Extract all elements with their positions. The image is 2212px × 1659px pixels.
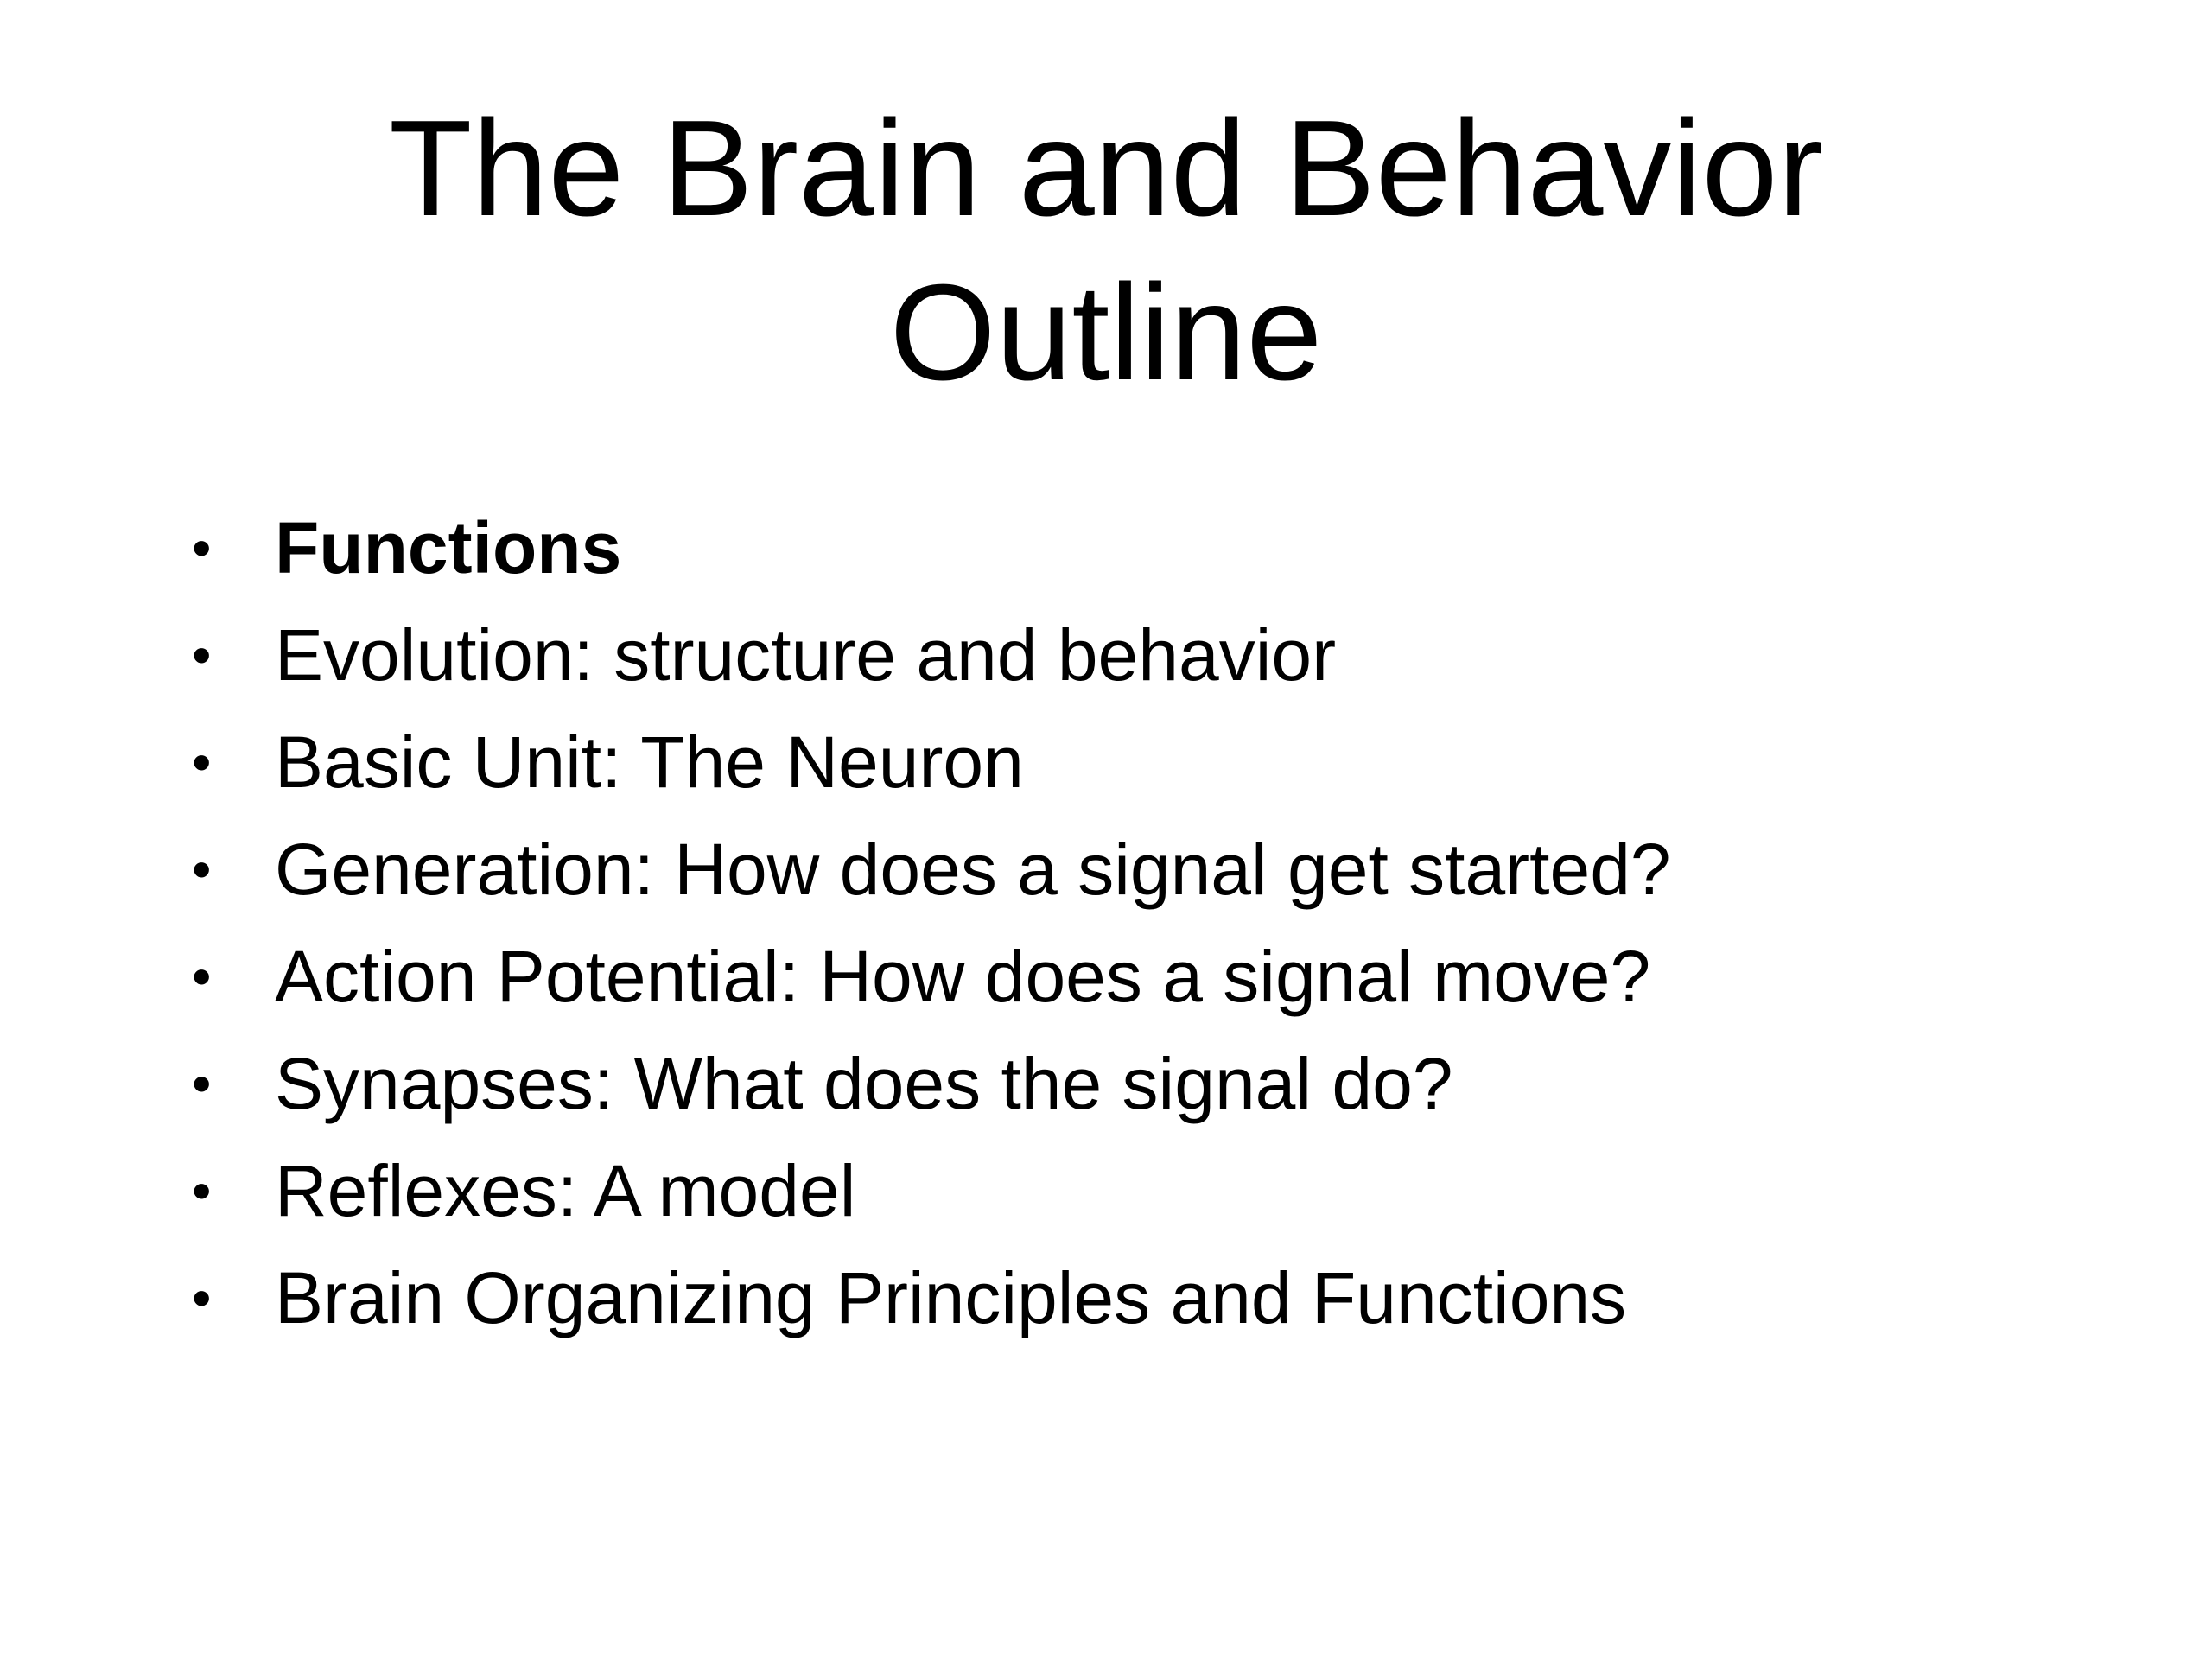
bullet-item: • Brain Organizing Principles and Functi…: [192, 1244, 2093, 1351]
bullet-text: Reflexes: A model: [275, 1150, 856, 1231]
slide-title-line-2: Outline: [889, 257, 1323, 409]
bullet-text: Generation: How does a signal get starte…: [275, 829, 1671, 910]
bullet-item: • Basic Unit: The Neuron: [192, 709, 2093, 816]
bullet-dot-icon: •: [192, 1267, 212, 1329]
bullet-item: • Reflexes: A model: [192, 1137, 2093, 1244]
slide-title: The Brain and Behavior Outline: [0, 86, 2212, 415]
bullet-dot-icon: •: [192, 838, 212, 900]
bullet-dot-icon: •: [192, 945, 212, 1007]
slide-title-line-1: The Brain and Behavior: [388, 92, 1823, 245]
bullet-text: Synapses: What does the signal do?: [275, 1043, 1453, 1124]
bullet-item: • Evolution: structure and behavior: [192, 601, 2093, 709]
bullet-list: • Functions • Evolution: structure and b…: [192, 494, 2093, 1351]
bullet-dot-icon: •: [192, 1052, 212, 1115]
bullet-text: Evolution: structure and behavior: [275, 614, 1337, 696]
bullet-dot-icon: •: [192, 1160, 212, 1222]
bullet-text: Functions: [275, 507, 622, 588]
bullet-dot-icon: •: [192, 624, 212, 686]
bullet-dot-icon: •: [192, 731, 212, 793]
bullet-item: • Action Potential: How does a signal mo…: [192, 923, 2093, 1030]
bullet-text: Action Potential: How does a signal move…: [275, 936, 1651, 1017]
bullet-item: • Synapses: What does the signal do?: [192, 1030, 2093, 1137]
bullet-text: Basic Unit: The Neuron: [275, 721, 1024, 803]
bullet-text: Brain Organizing Principles and Function…: [275, 1257, 1627, 1338]
bullet-dot-icon: •: [192, 517, 212, 579]
bullet-item: • Functions: [192, 494, 2093, 601]
bullet-item: • Generation: How does a signal get star…: [192, 816, 2093, 923]
